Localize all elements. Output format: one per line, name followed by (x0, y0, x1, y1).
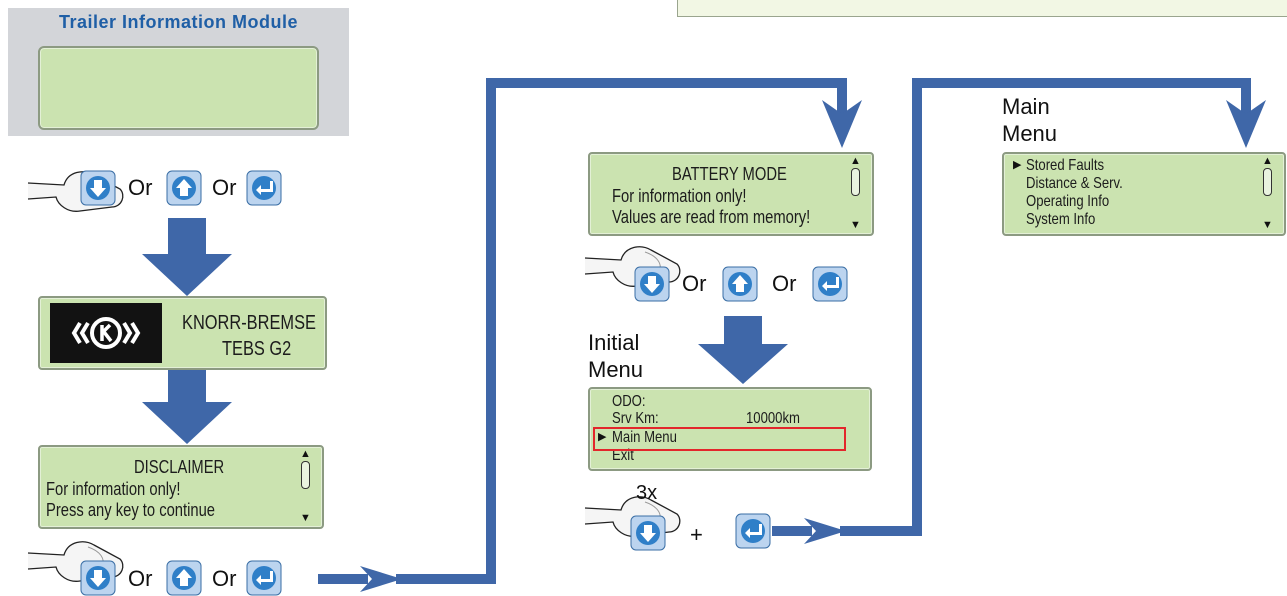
disclaimer-line2: Press any key to continue (46, 500, 216, 520)
flow-segment (486, 78, 496, 584)
flow-segment (840, 526, 920, 536)
main-menu-heading-line2: Menu (1002, 121, 1058, 146)
battery-title: BATTERY MODE (672, 164, 787, 184)
enter-key-icon[interactable] (735, 513, 771, 549)
up-key-icon[interactable] (166, 560, 202, 596)
scroll-up-icon: ▲ (1262, 155, 1273, 167)
menu-row-distance-serv[interactable]: Distance & Serv. (1026, 175, 1123, 192)
selection-cursor-icon: ▶ (1013, 159, 1022, 171)
initial-menu-heading-line1: Initial (588, 330, 640, 355)
flow-segment (486, 78, 847, 88)
scroll-down-icon: ▼ (300, 512, 311, 524)
press-count-label: 3x (636, 482, 658, 504)
scroll-up-icon: ▲ (300, 448, 311, 460)
knorr-bremse-logo (50, 303, 162, 363)
info-box (677, 0, 1287, 17)
down-arrow (698, 316, 788, 384)
blank-lcd-screen (38, 46, 319, 130)
battery-lcd-screen: BATTERY MODE For information only! Value… (588, 152, 874, 236)
enter-key-icon[interactable] (246, 560, 282, 596)
down-key-icon[interactable] (80, 560, 116, 596)
flow-segment (912, 78, 1251, 88)
flow-chevron-down (1226, 100, 1266, 148)
menu-row-system-info[interactable]: System Info (1026, 211, 1096, 228)
flow-segment (396, 574, 494, 584)
battery-line2: Values are read from memory! (612, 207, 811, 227)
flow-chevron-down (822, 100, 862, 148)
flow-segment (837, 78, 847, 118)
logo-line1: KNORR-BREMSE (182, 312, 316, 334)
scroll-down-icon: ▼ (1262, 219, 1273, 231)
or-text: Or (128, 175, 153, 200)
initial-menu-heading-line2: Menu (588, 357, 644, 382)
main-menu-highlight (593, 427, 846, 451)
or-text: Or (682, 271, 707, 296)
or-text: Or (212, 175, 237, 200)
flow-segment (318, 574, 368, 584)
logo-line2: TEBS G2 (222, 338, 292, 360)
menu-row-odo: ODO: (612, 393, 646, 410)
down-key-icon[interactable] (634, 266, 670, 302)
scrollbar-icon (1263, 168, 1272, 196)
flow-segment (1241, 78, 1251, 118)
down-arrow (142, 218, 232, 296)
up-key-icon[interactable] (722, 266, 758, 302)
scrollbar-icon (301, 461, 310, 489)
srv-km-value: 10000km (746, 410, 800, 427)
selection-cursor-icon: ▶ (598, 431, 607, 443)
disclaimer-lcd-screen: DISCLAIMER For information only! Press a… (38, 445, 324, 529)
main-menu-heading-line1: Main (1002, 94, 1050, 119)
flow-segment (912, 78, 922, 536)
scroll-up-icon: ▲ (850, 155, 861, 167)
menu-row-operating-info[interactable]: Operating Info (1026, 193, 1110, 210)
flow-segment (772, 526, 812, 536)
module-title: Trailer Information Module (58, 12, 299, 32)
down-arrow (142, 370, 232, 444)
enter-key-icon[interactable] (246, 170, 282, 206)
menu-row-main-menu[interactable]: Main Menu (612, 429, 677, 446)
main-menu-lcd-screen: ▶ Stored Faults Distance & Serv. Operati… (1002, 152, 1286, 236)
scroll-down-icon: ▼ (850, 219, 861, 231)
initial-menu-lcd-screen: ODO: Srv Km: 10000km ▶ Main Menu Exit (588, 387, 872, 471)
flow-chevron-right (360, 566, 402, 592)
up-key-icon[interactable] (166, 170, 202, 206)
down-key-icon[interactable] (630, 515, 666, 551)
or-text: Or (772, 271, 797, 296)
or-text: Or (212, 566, 237, 591)
down-key-icon[interactable] (80, 170, 116, 206)
menu-row-exit[interactable]: Exit (612, 447, 634, 464)
flow-chevron-right (804, 518, 846, 544)
logo-lcd-screen: KNORR-BREMSE TEBS G2 (38, 296, 327, 370)
enter-key-icon[interactable] (812, 266, 848, 302)
disclaimer-line1: For information only! (46, 479, 181, 499)
menu-row-stored-faults[interactable]: Stored Faults (1026, 157, 1105, 174)
disclaimer-title: DISCLAIMER (134, 457, 225, 477)
plus-text: + (690, 522, 703, 547)
battery-line1: For information only! (612, 186, 747, 206)
scrollbar-icon (851, 168, 860, 196)
menu-row-srv-km: Srv Km: (612, 410, 659, 427)
or-text: Or (128, 566, 153, 591)
